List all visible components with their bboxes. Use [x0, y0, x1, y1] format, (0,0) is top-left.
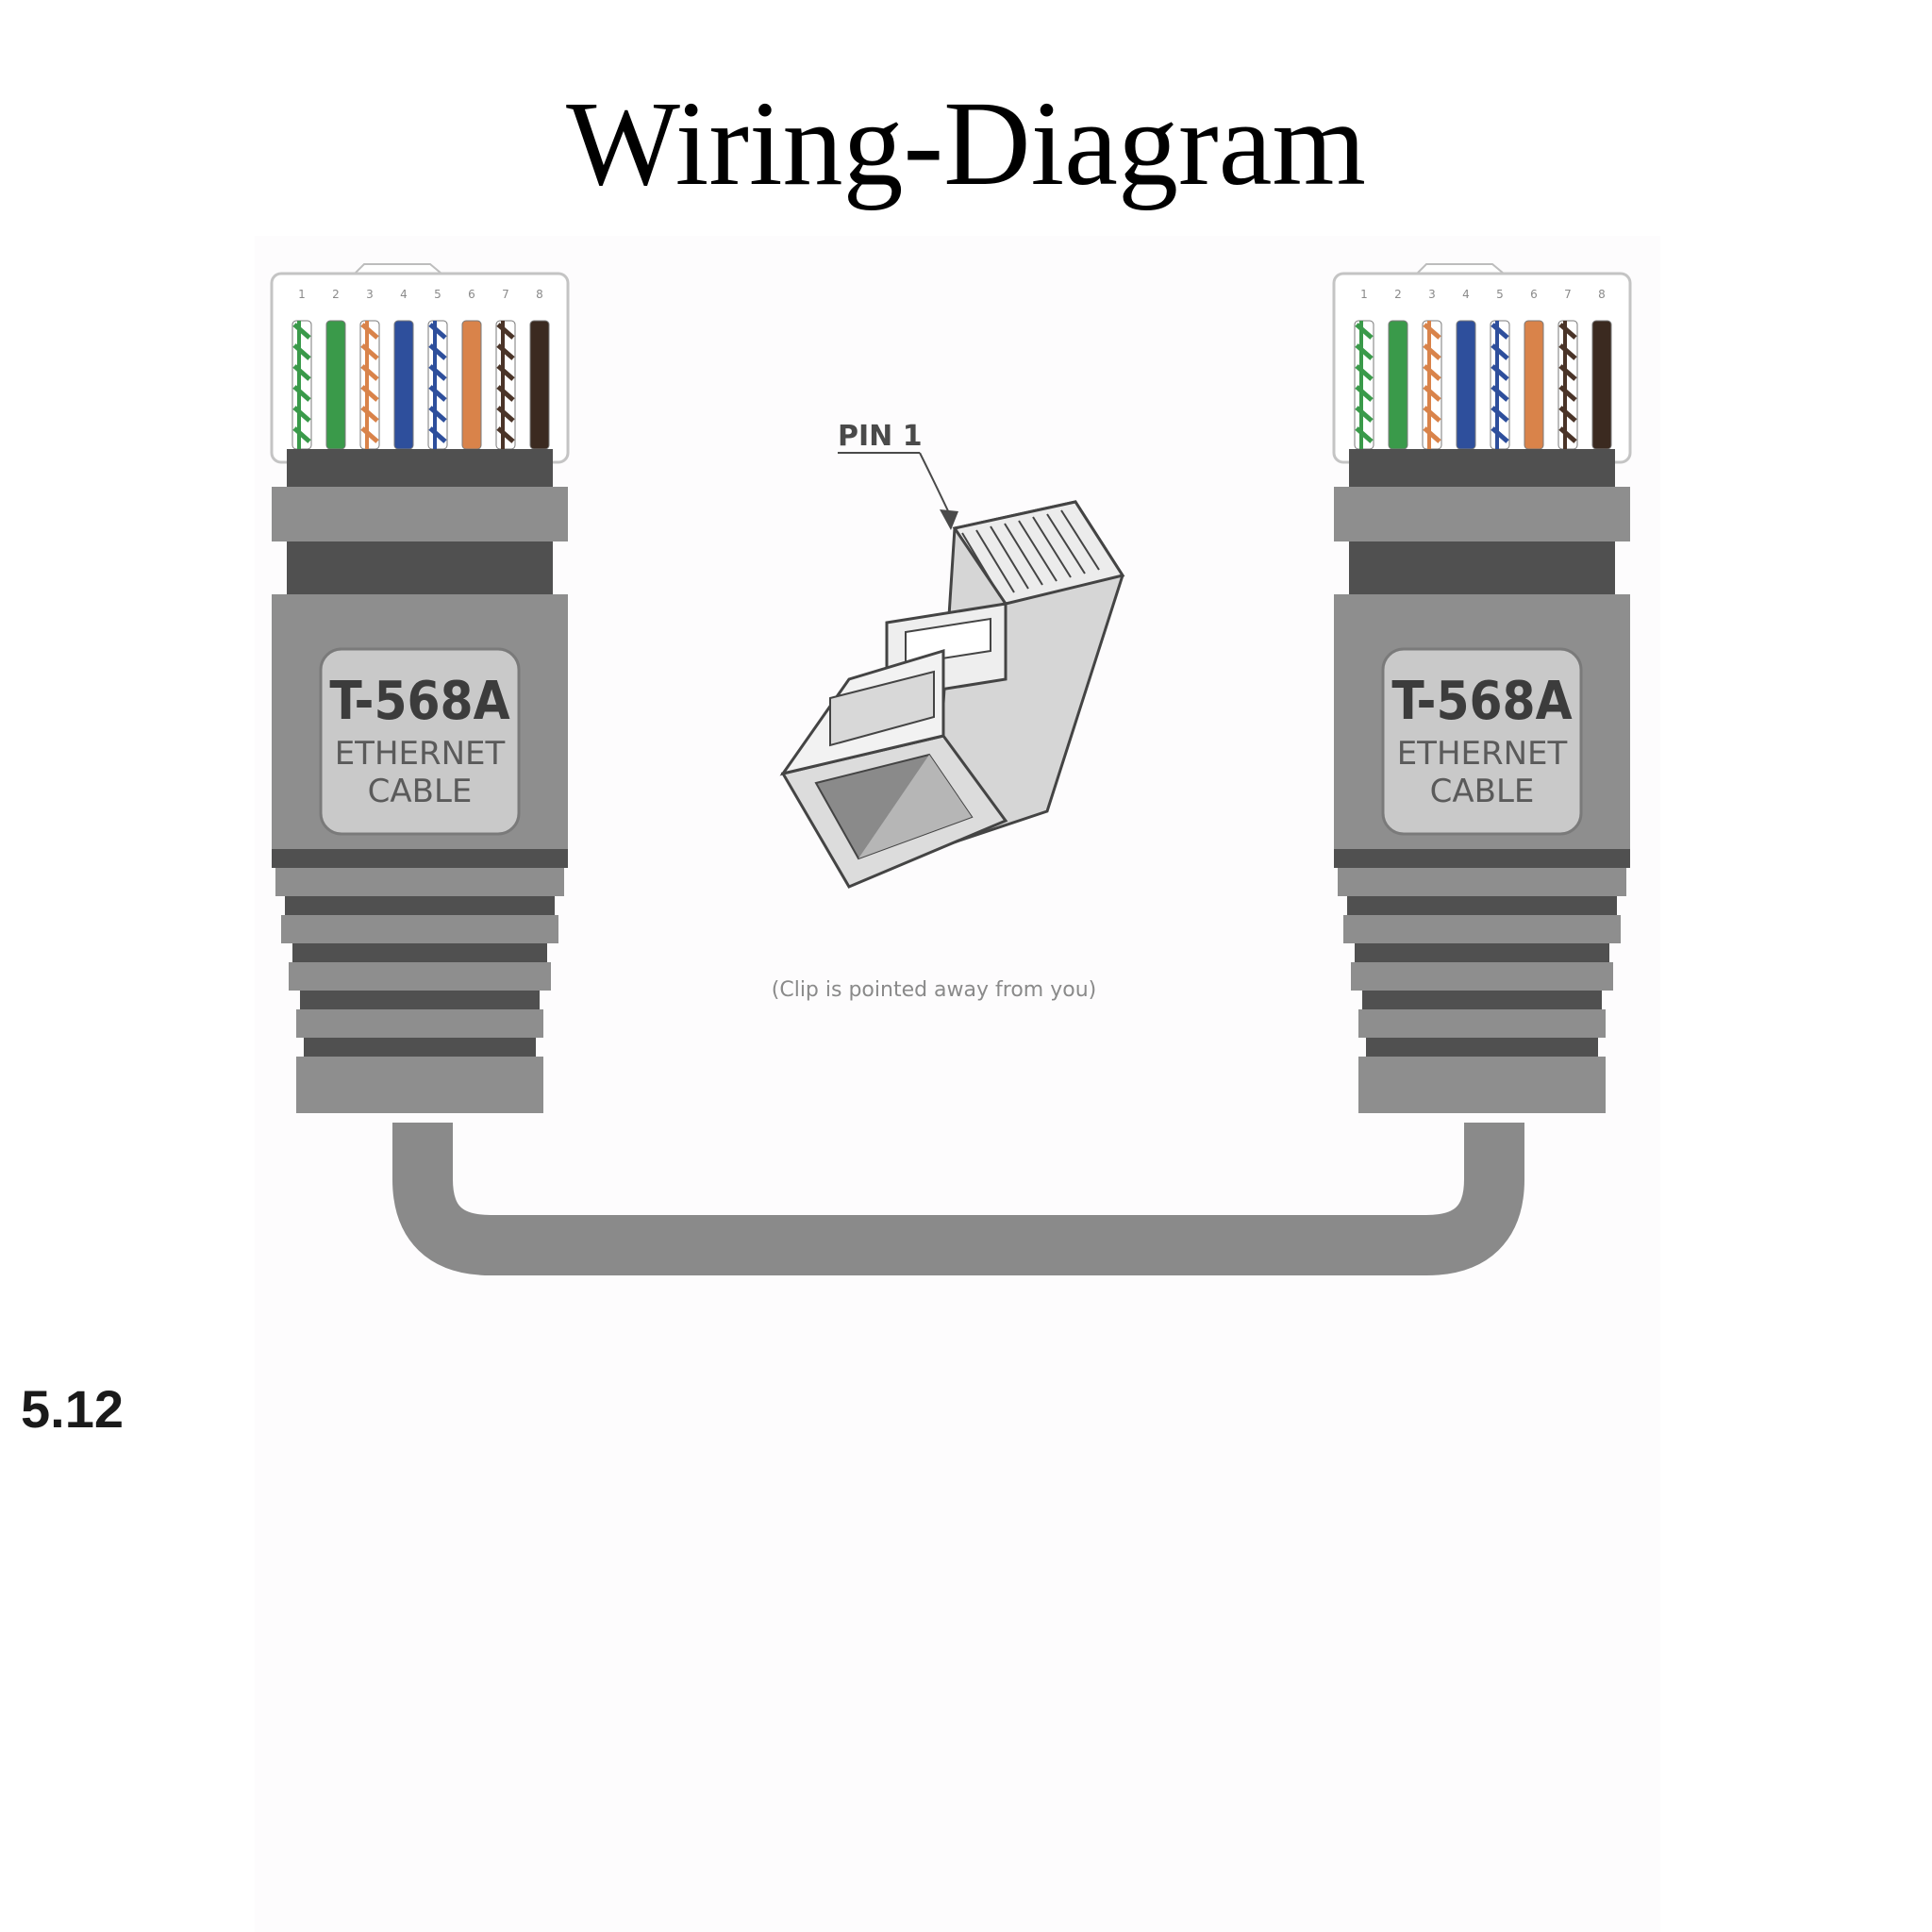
right-connector: 1 2 3 4 5 6 7 8 T-568A ETHERNET CABLE — [1332, 263, 1632, 1113]
wire-8 — [1591, 320, 1612, 450]
plug-latch-window — [905, 617, 991, 666]
wire-stripe-1 — [292, 323, 311, 443]
boot-ridge — [1355, 943, 1609, 962]
boot-ridge — [281, 915, 558, 943]
connector-head — [270, 272, 570, 464]
boot-ridge — [272, 849, 568, 868]
boot-ridge — [1351, 962, 1613, 991]
pin1-illustration: PIN 1 (Clip is pointed away from you) — [772, 420, 1125, 1002]
connector-band — [1349, 541, 1615, 594]
pin-number: 4 — [400, 288, 408, 301]
pin-number: 6 — [468, 288, 475, 301]
boot-ridge — [1343, 915, 1621, 943]
pin-number: 6 — [1530, 288, 1538, 301]
pin-number: 1 — [298, 288, 306, 301]
wire-stripe-5 — [428, 323, 447, 443]
connector-sublabel-ethernet: ETHERNET — [335, 735, 506, 773]
boot-ridge — [300, 991, 540, 1009]
page-title: Wiring-Diagram — [566, 76, 1366, 210]
wire-6 — [461, 320, 482, 450]
wire-stripe-3 — [1423, 323, 1441, 443]
boot-ridge — [1334, 849, 1630, 868]
boot-ridge — [1338, 868, 1626, 896]
pin-number: 8 — [536, 288, 543, 301]
plug-contact — [990, 525, 1029, 590]
wires — [291, 320, 550, 450]
pin-number: 3 — [366, 288, 374, 301]
boot-ridge — [304, 1038, 536, 1057]
plug-contact — [975, 529, 1015, 593]
wires — [1354, 320, 1612, 450]
boot-ridge — [289, 962, 551, 991]
pin-number: 5 — [434, 288, 441, 301]
plug-upper-window — [829, 670, 935, 747]
wire-2 — [325, 320, 346, 450]
wire-8 — [529, 320, 550, 450]
connector-band — [287, 449, 553, 487]
wire-stripe-3 — [360, 323, 379, 443]
plug-contact — [1018, 520, 1058, 582]
wire-stripe-7 — [1558, 323, 1577, 443]
callout-leader-line — [919, 452, 952, 518]
left-connector: 1 2 3 4 5 6 7 8 T-568A ETHERNET CABLE — [270, 263, 570, 1113]
boot-ridge — [1362, 991, 1602, 1009]
plug-contact — [1060, 509, 1100, 571]
boot-ridge — [1358, 1009, 1606, 1038]
boot-ridge — [1366, 1038, 1598, 1057]
pin1-callout-label: PIN 1 — [838, 420, 923, 453]
connector-sublabel-ethernet: ETHERNET — [1397, 735, 1568, 773]
pin-number: 1 — [1360, 288, 1368, 301]
connector-band — [287, 541, 553, 594]
connector-collar — [1334, 487, 1630, 541]
pin-number: 3 — [1428, 288, 1436, 301]
connector-sublabel-cable: CABLE — [368, 773, 473, 810]
pin-number: 4 — [1462, 288, 1470, 301]
callout-arrowhead — [940, 509, 958, 530]
pin-number: 2 — [332, 288, 340, 301]
plug-contact — [1004, 523, 1043, 586]
boot-ridge — [1347, 896, 1617, 915]
plug-contact — [1046, 513, 1086, 575]
boot-ridge — [285, 896, 555, 915]
wire-stripe-5 — [1491, 323, 1509, 443]
ethernet-cable — [392, 1123, 1524, 1275]
slide-number: 5.12 — [21, 1379, 124, 1439]
plug-contact — [1032, 516, 1072, 578]
boot-ridge — [275, 868, 564, 896]
plug-opening-shade — [858, 755, 972, 858]
connector-sublabel-cable: CABLE — [1430, 773, 1535, 810]
pin-number: 7 — [1564, 288, 1572, 301]
boot-ridge — [296, 1009, 543, 1038]
pin-numbers: 1 2 3 4 5 6 7 8 — [1360, 288, 1606, 301]
connector-band — [1349, 449, 1615, 487]
pin-number: 8 — [1598, 288, 1606, 301]
boot-end — [1358, 1057, 1606, 1113]
connector-collar — [272, 487, 568, 541]
wire-6 — [1524, 320, 1544, 450]
pin-number: 2 — [1394, 288, 1402, 301]
pin-number: 5 — [1496, 288, 1504, 301]
connector-label: T-568A — [329, 671, 509, 732]
pin-number: 7 — [502, 288, 509, 301]
boot-end — [296, 1057, 543, 1113]
wire-stripe-1 — [1355, 323, 1374, 443]
clip-orientation-note: (Clip is pointed away from you) — [772, 978, 1096, 1002]
wire-stripe-7 — [496, 323, 515, 443]
connector-head — [1332, 272, 1632, 464]
pin-numbers: 1 2 3 4 5 6 7 8 — [298, 288, 543, 301]
plug-contact — [961, 532, 1001, 597]
connector-label: T-568A — [1391, 671, 1572, 732]
wire-4 — [393, 320, 414, 450]
label-plate — [1381, 647, 1583, 836]
label-plate — [319, 647, 521, 836]
wire-4 — [1456, 320, 1476, 450]
wire-2 — [1388, 320, 1408, 450]
boot-ridge — [292, 943, 547, 962]
